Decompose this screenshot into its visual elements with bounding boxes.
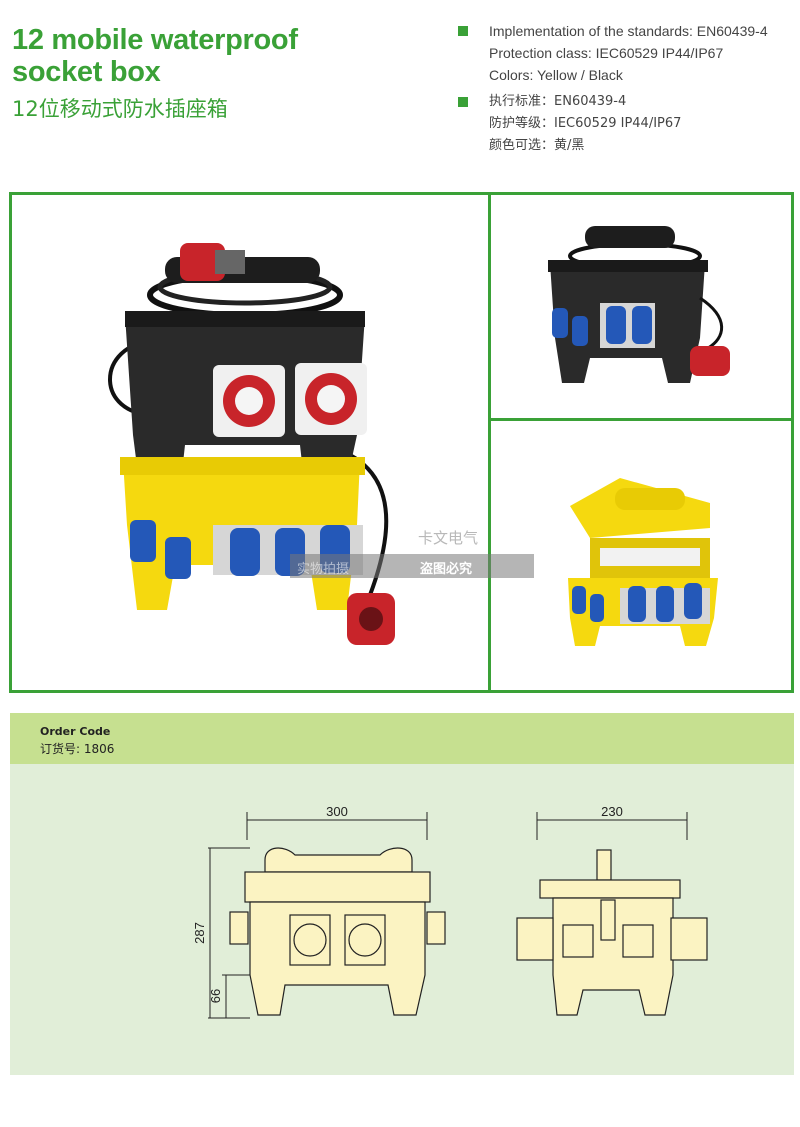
frame-divider-horizontal bbox=[488, 418, 794, 421]
specs-en: Implementation of the standards: EN60439… bbox=[458, 20, 768, 86]
side-view-drawing: 230 bbox=[516, 804, 708, 1016]
red-plug-icon bbox=[347, 593, 395, 645]
frame-divider-vertical bbox=[488, 192, 491, 693]
order-code-value: 订货号: 1806 bbox=[40, 742, 115, 756]
blue-socket-icon bbox=[572, 586, 586, 614]
green-square-bullet-icon bbox=[458, 97, 468, 107]
red-socket-icon bbox=[213, 365, 285, 437]
photo-frame bbox=[9, 192, 794, 693]
blue-socket-icon bbox=[632, 306, 652, 344]
blue-socket-icon bbox=[684, 583, 702, 619]
dim-height-text: 287 bbox=[192, 922, 207, 944]
product-photo-main bbox=[108, 243, 395, 645]
spec-row-protection: Protection class: IEC60529 IP44/IP67 bbox=[489, 45, 724, 61]
product-photo-black bbox=[548, 226, 730, 383]
dim-leg-text: 66 bbox=[208, 989, 223, 1003]
order-code-label: Order Code bbox=[40, 725, 111, 738]
order-code-band bbox=[10, 713, 794, 764]
watermark-bar bbox=[290, 554, 534, 578]
spec-row-colors: Colors: Yellow / Black bbox=[489, 67, 623, 83]
spec-cn-row-standard: 执行标准：EN60439-4 bbox=[458, 91, 681, 113]
dim-depth-text: 230 bbox=[601, 804, 623, 819]
blue-socket-icon bbox=[130, 520, 156, 562]
product-title-cn: 12位移动式防水插座箱 bbox=[12, 97, 228, 121]
red-plug-icon bbox=[690, 346, 730, 376]
blue-socket-icon bbox=[552, 308, 568, 338]
blue-socket-icon bbox=[628, 586, 646, 622]
spec-cn-row-colors: 颜色可选：黄/黑 bbox=[489, 138, 585, 153]
title-line-1: 12 mobile waterproof bbox=[12, 24, 298, 56]
watermark-brand: 卡文电气 bbox=[418, 529, 479, 547]
watermark-photo-note: 实物拍摄 bbox=[297, 562, 350, 577]
title-line-2: socket box bbox=[12, 56, 161, 88]
blue-socket-icon bbox=[606, 306, 626, 344]
red-socket-icon bbox=[295, 363, 367, 435]
watermark-notice: 盗图必究 bbox=[420, 562, 473, 577]
product-title-en: 12 mobile waterproof socket box bbox=[12, 24, 298, 88]
blue-socket-icon bbox=[572, 316, 588, 346]
blue-socket-icon bbox=[590, 594, 604, 622]
specs-cn: 执行标准：EN60439-4 防护等级：IEC60529 IP44/IP67 颜… bbox=[458, 91, 681, 157]
red-plug-icon bbox=[180, 243, 245, 281]
spec-cn-row-protection: 防护等级：IEC60529 IP44/IP67 bbox=[489, 116, 682, 131]
front-view-drawing: 300 287 66 bbox=[192, 804, 446, 1019]
blue-socket-icon bbox=[165, 537, 191, 579]
spec-row-standard: Implementation of the standards: EN60439… bbox=[458, 20, 768, 42]
blue-socket-icon bbox=[656, 586, 674, 622]
product-photo-yellow bbox=[568, 478, 718, 646]
blue-socket-icon bbox=[230, 528, 260, 576]
dim-width-text: 300 bbox=[326, 804, 348, 819]
green-square-bullet-icon bbox=[458, 26, 468, 36]
